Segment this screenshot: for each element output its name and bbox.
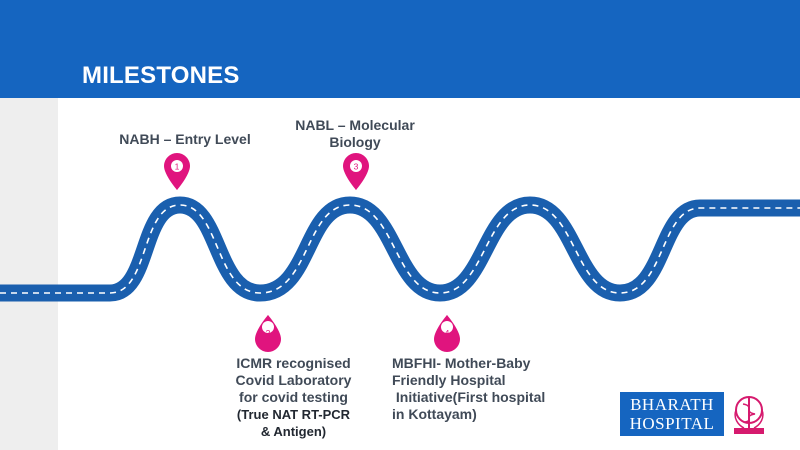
milestone-3-line: Biology <box>329 134 381 150</box>
milestone-4-line: Initiative(First hospital <box>392 389 546 405</box>
milestone-number-4: 4 <box>444 328 450 338</box>
header-bar <box>0 0 800 98</box>
milestone-2-line: for covid testing <box>239 389 348 405</box>
hospital-logo: BHARATH HOSPITAL <box>620 392 770 436</box>
page-title: MILESTONES <box>82 62 240 89</box>
caduceus-emblem-icon <box>734 396 764 434</box>
milestone-pin-2 <box>255 315 281 352</box>
milestone-2-line: ICMR recognised <box>236 355 351 371</box>
milestone-number-3: 3 <box>354 161 359 171</box>
milestone-label-1: NABH – Entry Level <box>100 131 270 148</box>
milestone-2-subline: & Antigen) <box>260 424 327 439</box>
milestone-1-line: NABH – Entry Level <box>119 131 251 147</box>
milestone-label-4: MBFHI- Mother-Baby Friendly Hospital Ini… <box>392 355 562 423</box>
milestone-4-line: MBFHI- Mother-Baby <box>392 355 531 371</box>
milestone-pin-4 <box>434 315 460 352</box>
milestone-number-1: 1 <box>175 161 180 171</box>
milestone-4-line: Friendly Hospital <box>392 372 506 388</box>
milestone-4-line: in Kottayam) <box>392 406 477 422</box>
logo-wordmark: BHARATH HOSPITAL <box>620 392 724 436</box>
milestone-3-line: NABL – Molecular <box>295 117 415 133</box>
side-strip <box>0 98 58 450</box>
logo-line-2: HOSPITAL <box>629 414 715 433</box>
milestone-2-subline: (True NAT RT-PCR <box>236 407 351 422</box>
milestone-2-line: Covid Laboratory <box>235 372 352 388</box>
milestone-pin-3: 3 <box>343 153 369 190</box>
milestone-label-2: ICMR recognised Covid Laboratory for cov… <box>206 355 381 440</box>
milestone-pin-1: 1 <box>164 153 190 190</box>
logo-line-1: BHARATH <box>630 395 714 414</box>
milestone-label-3: NABL – Molecular Biology <box>285 117 425 151</box>
milestone-number-2: 2 <box>265 328 271 338</box>
